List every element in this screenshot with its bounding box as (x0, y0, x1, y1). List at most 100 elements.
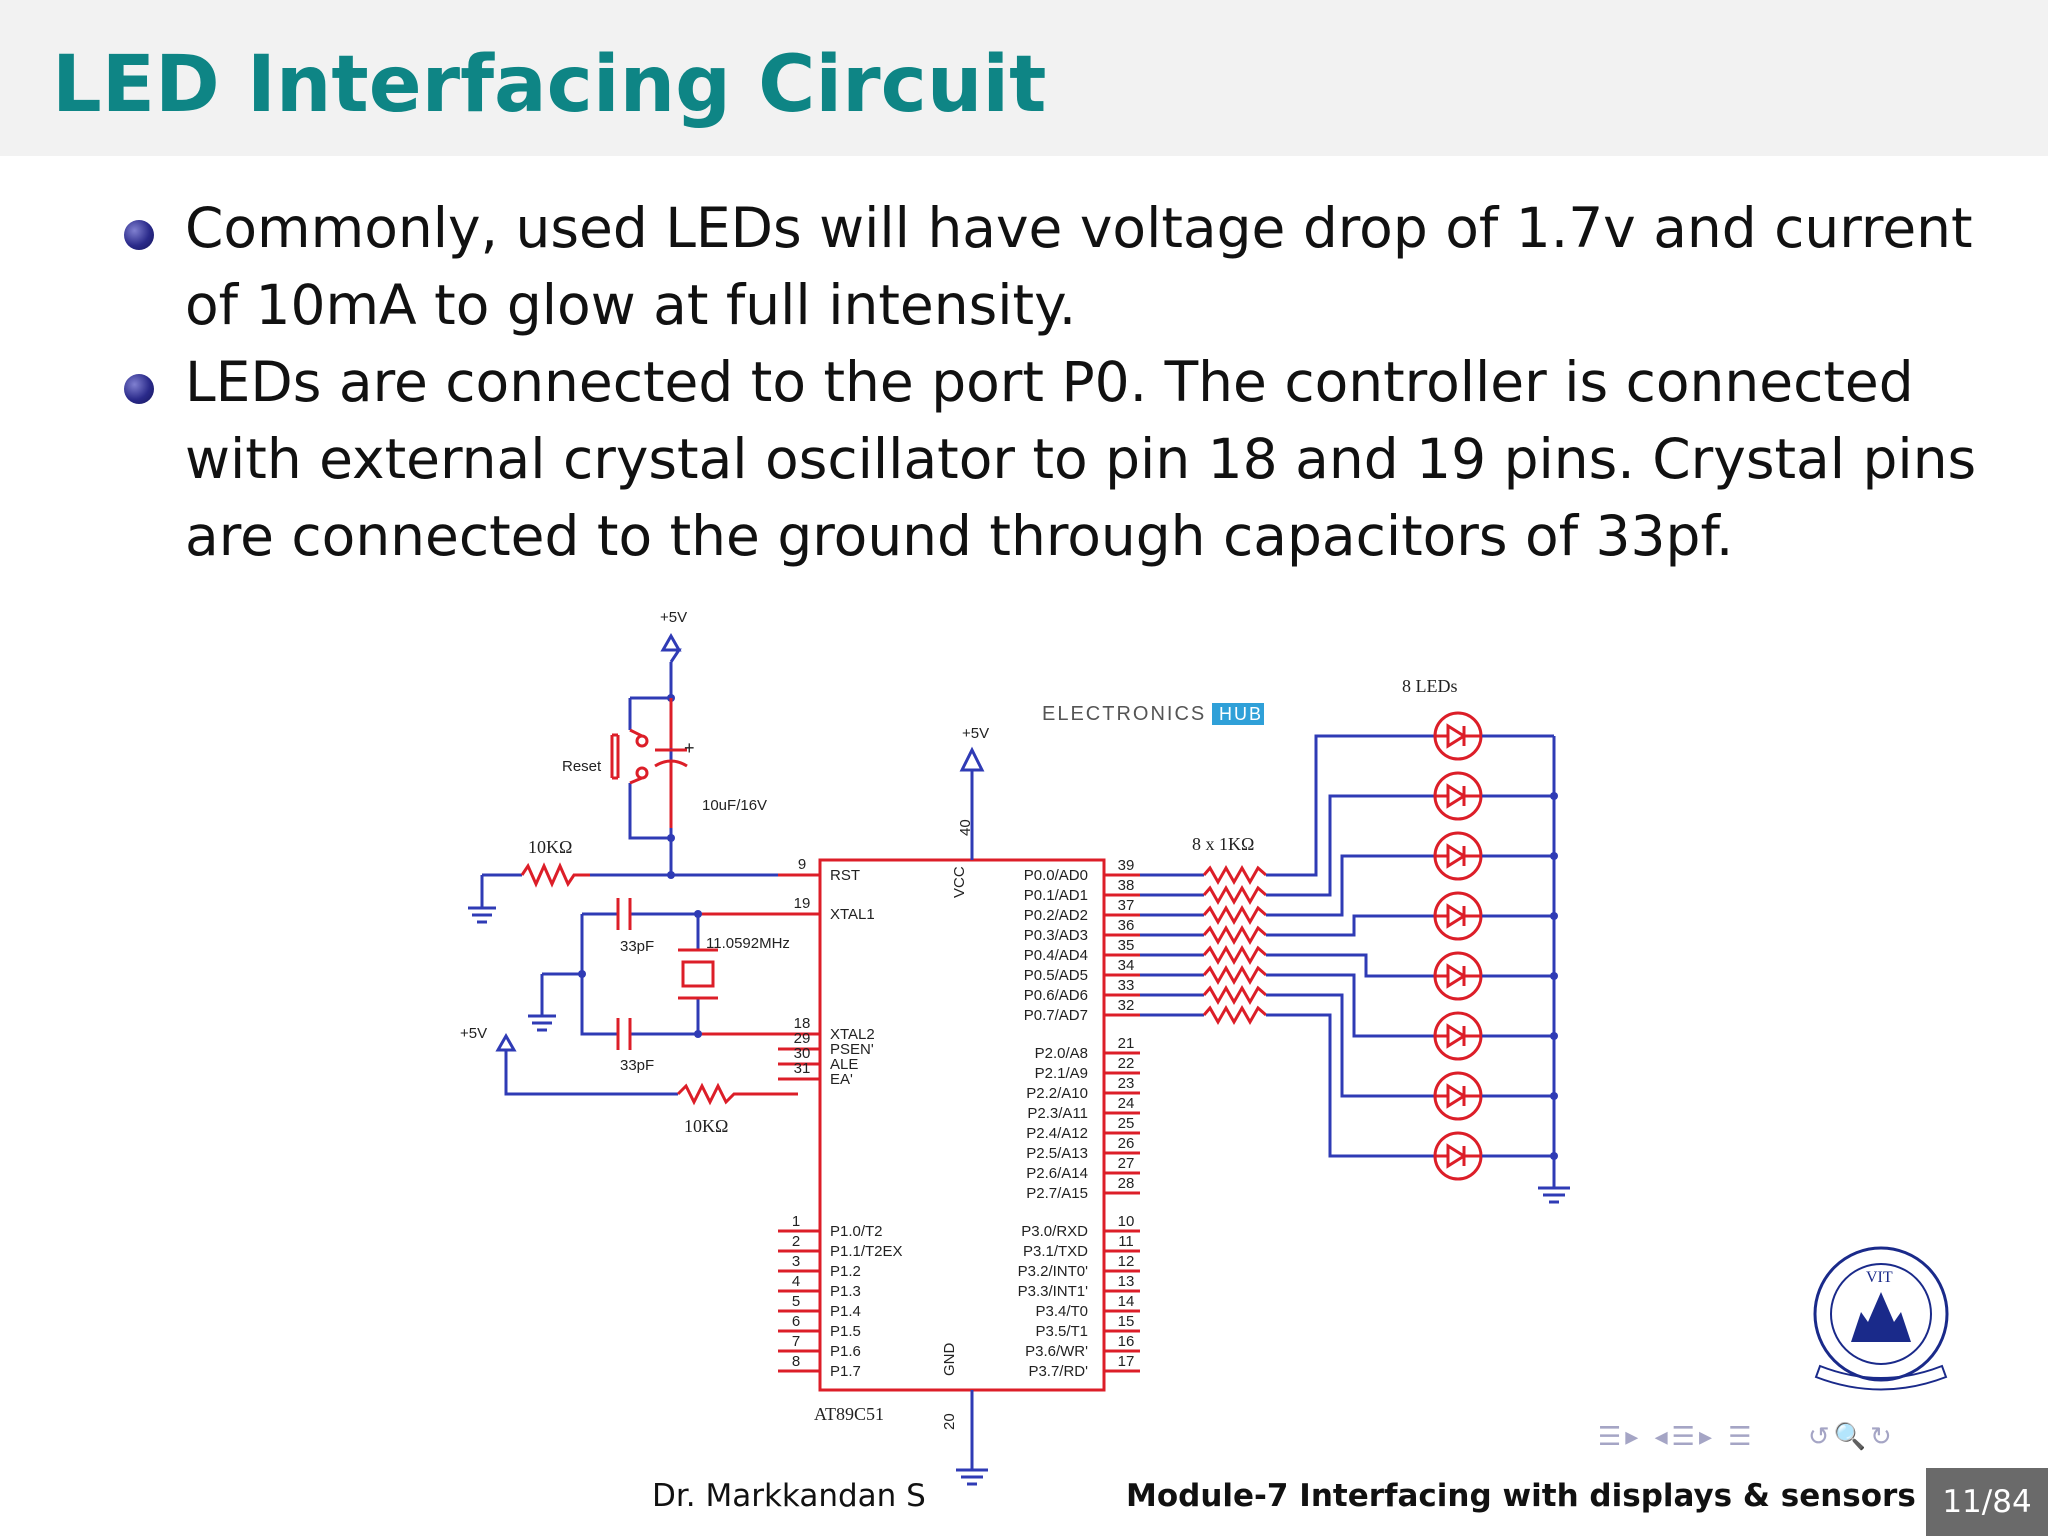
ground-symbol-crystal (528, 972, 582, 1032)
ground-symbol-rst (468, 875, 496, 924)
pin-name-12: P3.2/INT0' (1018, 1263, 1089, 1280)
pin-name-32: P0.7/AD7 (1024, 1007, 1088, 1024)
pin-num-13: 13 (1118, 1273, 1135, 1290)
pin-name-35: P0.4/AD4 (1024, 947, 1088, 964)
pin-name-3: P1.2 (830, 1263, 861, 1280)
gnd-pin-label: GND (941, 1343, 958, 1377)
vcc-label-mid: +5V (962, 725, 989, 742)
reset-switch (610, 728, 649, 785)
pin-num-23: 23 (1118, 1075, 1135, 1092)
pin-name-28: P2.7/A15 (1026, 1185, 1088, 1202)
pin-num-37: 37 (1118, 897, 1135, 914)
vcc-arrow-mid (959, 746, 985, 860)
watermark-logo: ELECTRONICS HUB (1042, 703, 1264, 725)
pin-num-31: 31 (794, 1060, 811, 1077)
pin-name-17: P3.7/RD' (1028, 1363, 1088, 1380)
crystal-label: 11.0592MHz (706, 935, 790, 952)
pin-name-13: P3.3/INT1' (1018, 1283, 1089, 1300)
resistor-1k-5 (1202, 944, 1267, 966)
pin-name-34: P0.5/AD5 (1024, 967, 1088, 984)
pin-name-29: PSEN' (830, 1041, 874, 1058)
resistor-1k-2 (1202, 884, 1267, 906)
vcc-label-top: +5V (660, 609, 687, 626)
led-5 (1433, 951, 1483, 1001)
pin-num-33: 33 (1118, 977, 1135, 994)
led-6 (1433, 1011, 1483, 1061)
pin-num-16: 16 (1118, 1333, 1135, 1350)
pin-num-27: 27 (1118, 1155, 1135, 1172)
logo-name: VIT (1866, 1269, 1893, 1286)
cap-33pf-top-label: 33pF (620, 938, 654, 955)
pin-name-18: XTAL2 (830, 1026, 875, 1043)
pin-name-4: P1.3 (830, 1283, 861, 1300)
pin-num-18: 18 (794, 1015, 811, 1032)
pin-num-19: 19 (794, 895, 811, 912)
pin-name-30: ALE (830, 1056, 858, 1073)
led-4 (1433, 891, 1483, 941)
cap-33pf-pair (616, 898, 632, 1050)
pin-num-1: 1 (792, 1213, 800, 1230)
ground-symbol-chip (956, 1390, 988, 1486)
pin-name-7: P1.6 (830, 1343, 861, 1360)
pin-name-22: P2.1/A9 (1035, 1065, 1088, 1082)
pin-num-39: 39 (1118, 857, 1135, 874)
pin-name-27: P2.6/A14 (1026, 1165, 1088, 1182)
res-10k-bottom-label: 10KΩ (684, 1116, 728, 1136)
pin-num-29: 29 (794, 1030, 811, 1047)
res-10k-bottom (676, 1082, 798, 1106)
cap-33pf-bottom-label: 33pF (620, 1057, 654, 1074)
search-icon[interactable]: ↺🔍↻ (1807, 1422, 1896, 1452)
resistor-1k-7 (1202, 984, 1267, 1006)
pin-name-11: P3.1/TXD (1023, 1243, 1088, 1260)
pin-num-2: 2 (792, 1233, 800, 1250)
pin-num-4: 4 (792, 1273, 800, 1290)
pin-num-26: 26 (1118, 1135, 1135, 1152)
footer-author: Dr. Markkandan S (652, 1478, 926, 1514)
res-10k-top-label: 10KΩ (528, 837, 572, 857)
led-7 (1433, 1071, 1483, 1121)
title-bar: LED Interfacing Circuit (0, 0, 2048, 156)
led-3 (1433, 831, 1483, 881)
pin-name-38: P0.1/AD1 (1024, 887, 1088, 904)
reset-label: Reset (562, 758, 602, 775)
page-number: 11/84 (1926, 1468, 2048, 1536)
bullet-text-2: LEDs are connected to the port P0. The c… (185, 350, 1977, 568)
beamer-nav-bar[interactable]: ☰▸ ◂☰▸ ☰ ↺🔍↻ (1598, 1422, 1896, 1452)
bullet-marker-2 (124, 374, 154, 404)
capacitor-10uf (654, 698, 688, 828)
pin-num-24: 24 (1118, 1095, 1135, 1112)
pin-num-10: 10 (1118, 1213, 1135, 1230)
left-pins: 9RST19XTAL118XTAL229PSEN'30ALE31EA'1P1.0… (778, 856, 903, 1380)
resistor-1k-4 (1202, 924, 1267, 946)
watermark-text-left: ELECTRONICS (1042, 703, 1206, 725)
pin-num-9: 9 (798, 856, 806, 873)
footer-module: Module-7 Interfacing with displays & sen… (1126, 1478, 1916, 1514)
pin-num-30: 30 (794, 1045, 811, 1062)
pin-num-17: 17 (1118, 1353, 1135, 1370)
crystal-oscillator (678, 914, 718, 1034)
pin-name-21: P2.0/A8 (1035, 1045, 1088, 1062)
cap-plus-sign: + (684, 738, 695, 758)
pin-name-5: P1.4 (830, 1303, 861, 1320)
bullet-text-1: Commonly, used LEDs will have voltage dr… (185, 196, 1973, 337)
pin-name-2: P1.1/T2EX (830, 1243, 903, 1260)
pin-name-33: P0.6/AD6 (1024, 987, 1088, 1004)
leds-label: 8 LEDs (1402, 676, 1458, 696)
res-array-label: 8 x 1KΩ (1192, 834, 1254, 854)
pin-num-5: 5 (792, 1293, 800, 1310)
pin-name-23: P2.2/A10 (1026, 1085, 1088, 1102)
pin-name-16: P3.6/WR' (1025, 1343, 1088, 1360)
vcc-label-left: +5V (460, 1025, 487, 1042)
pin-num-15: 15 (1118, 1313, 1135, 1330)
circuit-diagram: ELECTRONICS HUB +5V Reset + 10uF/16V 10K… (460, 609, 1570, 1486)
pin-num-11: 11 (1118, 1233, 1134, 1250)
led-1 (1433, 711, 1483, 761)
frame-nav-icon[interactable]: ☰▸ ◂☰▸ ☰ (1598, 1422, 1756, 1452)
pin-name-10: P3.0/RXD (1021, 1223, 1088, 1240)
bullet-marker-1 (124, 220, 154, 250)
pin-name-6: P1.5 (830, 1323, 861, 1340)
pin-num-25: 25 (1118, 1115, 1135, 1132)
pin-name-31: EA' (830, 1071, 853, 1088)
vcc-pin-num: 40 (957, 819, 974, 836)
pin-name-15: P3.5/T1 (1035, 1323, 1088, 1340)
